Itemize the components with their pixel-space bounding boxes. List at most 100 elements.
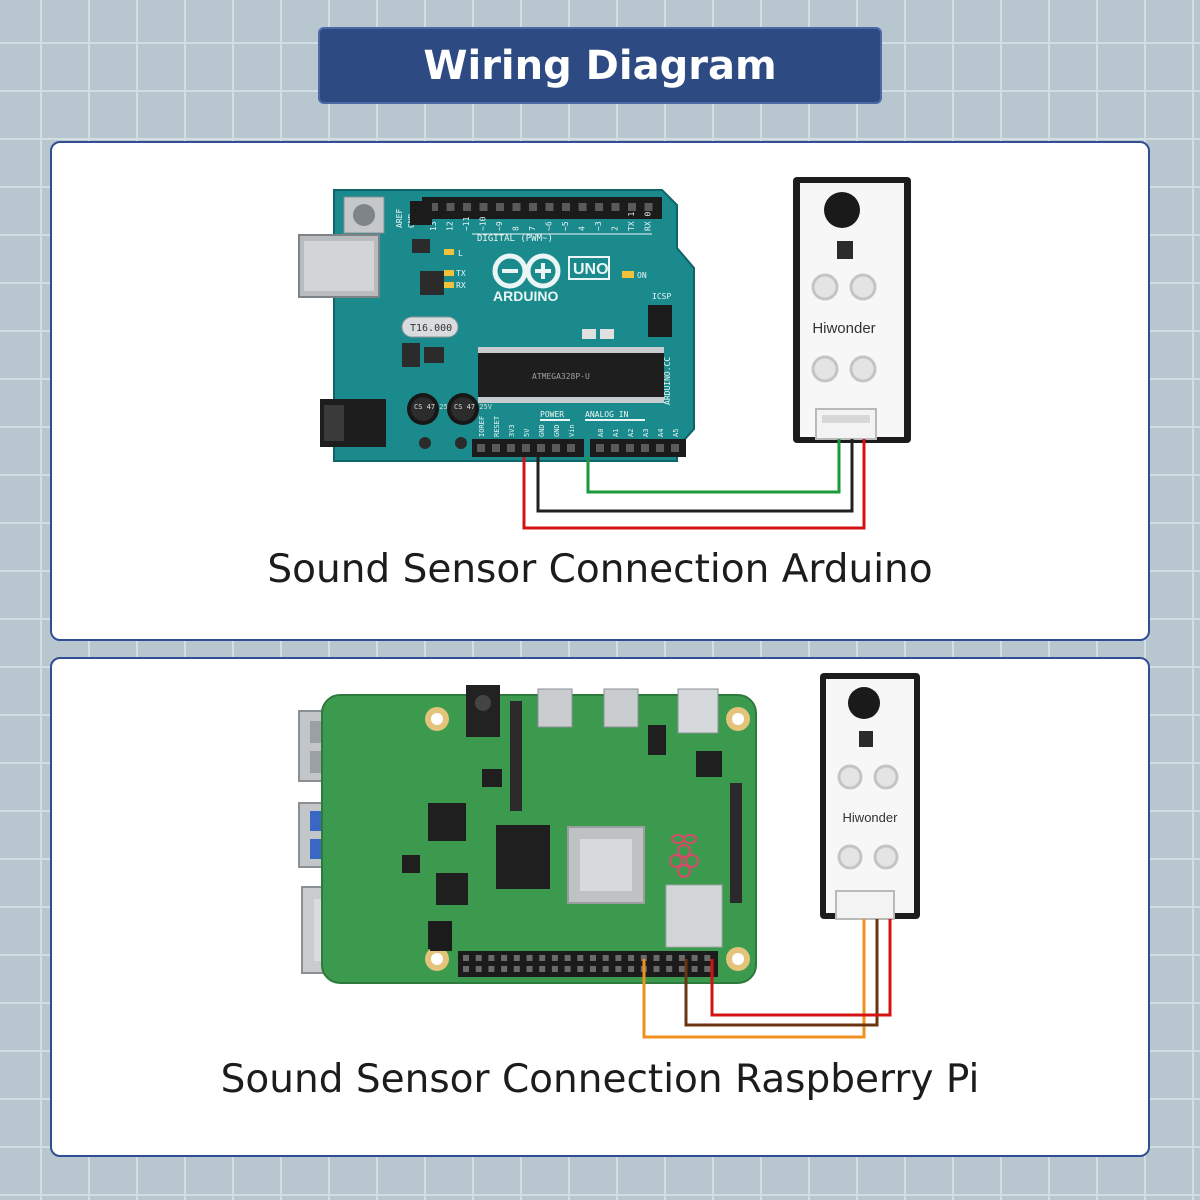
gpio-pin bbox=[501, 966, 508, 972]
gpio-pin bbox=[551, 955, 558, 961]
microphone-icon bbox=[824, 192, 860, 228]
arduino-infinity-logo bbox=[492, 253, 561, 289]
usb-controller-chip bbox=[420, 271, 444, 295]
icsp-label: ICSP bbox=[652, 292, 671, 301]
signal-wire bbox=[642, 919, 866, 1039]
power-pin-hole bbox=[522, 444, 530, 452]
arduino-caption: Sound Sensor Connection Arduino bbox=[267, 547, 933, 592]
digital-pin-hole bbox=[628, 203, 636, 211]
led-label-rx: RX bbox=[456, 281, 466, 290]
mounting-hole-center bbox=[732, 953, 744, 965]
gpio-pin bbox=[513, 955, 520, 961]
power-pin-hole bbox=[477, 444, 485, 452]
raspberry-pi-logo-icon bbox=[669, 834, 699, 878]
digital-pin-label: 13 bbox=[429, 221, 438, 231]
analog-pin-label: A4 bbox=[657, 429, 665, 437]
digital-pin-hole bbox=[578, 203, 587, 211]
digital-pin-hole bbox=[529, 203, 537, 211]
diagram-title: Wiring Diagram bbox=[318, 27, 882, 104]
digital-pin-hole bbox=[430, 203, 438, 211]
digital-pin-hole bbox=[611, 203, 620, 211]
analog-pin-hole bbox=[626, 444, 634, 452]
gpio-pin bbox=[513, 966, 520, 972]
sensor-connector-bottom bbox=[835, 890, 895, 920]
analog-pin-label: A3 bbox=[642, 429, 650, 437]
power-wire bbox=[522, 439, 866, 530]
power-pin-label: IOREF bbox=[478, 416, 486, 437]
atmega328p-chip: ATMEGA328P-U bbox=[478, 347, 664, 403]
digital-pin-hole bbox=[496, 203, 504, 211]
digital-pin-hole bbox=[446, 203, 455, 211]
raspberry-pi-caption: Sound Sensor Connection Raspberry Pi bbox=[220, 1057, 980, 1102]
power-pin-label: GND bbox=[553, 424, 561, 437]
power-pin-label: RESET bbox=[493, 415, 501, 437]
led-label-l: L bbox=[458, 249, 463, 258]
digital-pin-label: 12 bbox=[446, 221, 455, 231]
arduino-logo-text: ARDUINO bbox=[493, 288, 558, 304]
digital-pin-label: ~3 bbox=[594, 221, 603, 231]
chip-label: ATMEGA328P-U bbox=[532, 372, 590, 381]
digital-pin-label: ~9 bbox=[495, 221, 504, 231]
digital-pwm-label: DIGITAL (PWM~) bbox=[477, 234, 553, 244]
digital-pin-hole bbox=[512, 203, 521, 211]
gpio-pin bbox=[628, 966, 635, 972]
gpio-pin bbox=[539, 955, 546, 961]
ground-wire bbox=[684, 919, 879, 1027]
gpio-pin bbox=[691, 966, 698, 972]
signal-wire bbox=[586, 439, 841, 494]
arduino-cc-label: ARDUINO.CC bbox=[663, 357, 672, 405]
gpio-pin bbox=[475, 955, 482, 961]
analog-pin-hole bbox=[641, 444, 649, 452]
hiwonder-brand-label-top: Hiwonder bbox=[812, 320, 875, 337]
ground-wire bbox=[536, 439, 854, 513]
gpio-pin bbox=[526, 966, 533, 972]
power-pin-label: 3V3 bbox=[508, 424, 516, 437]
gpio-pin bbox=[602, 955, 609, 961]
gpio-pin bbox=[526, 955, 533, 961]
gpio-pin bbox=[666, 966, 673, 972]
icsp-header bbox=[648, 305, 672, 337]
gpio-pin bbox=[653, 955, 660, 961]
digital-pin-hole bbox=[595, 203, 603, 211]
gpio-pin bbox=[691, 955, 698, 961]
micro-hdmi-port-2 bbox=[603, 688, 639, 728]
digital-pin-label: 7 bbox=[528, 226, 537, 231]
crystal-label: T16.000 bbox=[410, 323, 452, 334]
gpio-pin bbox=[564, 955, 571, 961]
crystal-oscillator bbox=[401, 316, 459, 338]
svg-text:CS 47 25V: CS 47 25V bbox=[414, 403, 453, 411]
led-label-tx: TX bbox=[456, 269, 466, 278]
microphone-icon bbox=[848, 687, 880, 719]
digital-pin-hole bbox=[479, 203, 488, 211]
micro-hdmi-port-1 bbox=[537, 688, 573, 728]
power-label: POWER bbox=[540, 410, 564, 419]
hiwonder-brand-label-bottom: Hiwonder bbox=[843, 810, 899, 825]
power-pin-label: Vin bbox=[568, 424, 576, 437]
sound-sensor-module-bottom: Hiwonder bbox=[820, 673, 920, 920]
gpio-pin bbox=[539, 966, 546, 972]
power-pin-hole bbox=[552, 444, 560, 452]
gpio-pin bbox=[577, 966, 584, 972]
digital-pin-label: RX 0 bbox=[644, 212, 653, 231]
sensor-connector-top bbox=[815, 408, 877, 440]
digital-pin-label: ~5 bbox=[561, 221, 570, 231]
analog-header bbox=[590, 439, 686, 457]
digital-pin-hole bbox=[463, 203, 471, 211]
capacitor-2: CS 47 25V bbox=[447, 393, 493, 425]
digital-pin-label: ~11 bbox=[462, 216, 471, 231]
gpio-pin bbox=[628, 955, 635, 961]
gpio-header bbox=[458, 951, 718, 977]
analog-pin-label: A2 bbox=[627, 429, 635, 437]
digital-pin-hole bbox=[545, 203, 554, 211]
gpio-pin bbox=[488, 955, 495, 961]
mounting-hole-center bbox=[431, 713, 443, 725]
digital-pin-hole bbox=[644, 203, 653, 211]
gpio-pin bbox=[615, 966, 622, 972]
digital-pin-label: ~10 bbox=[479, 216, 488, 231]
power-pin-label: 5V bbox=[523, 428, 531, 437]
gpio-pin bbox=[602, 966, 609, 972]
gpio-pin bbox=[590, 966, 596, 972]
